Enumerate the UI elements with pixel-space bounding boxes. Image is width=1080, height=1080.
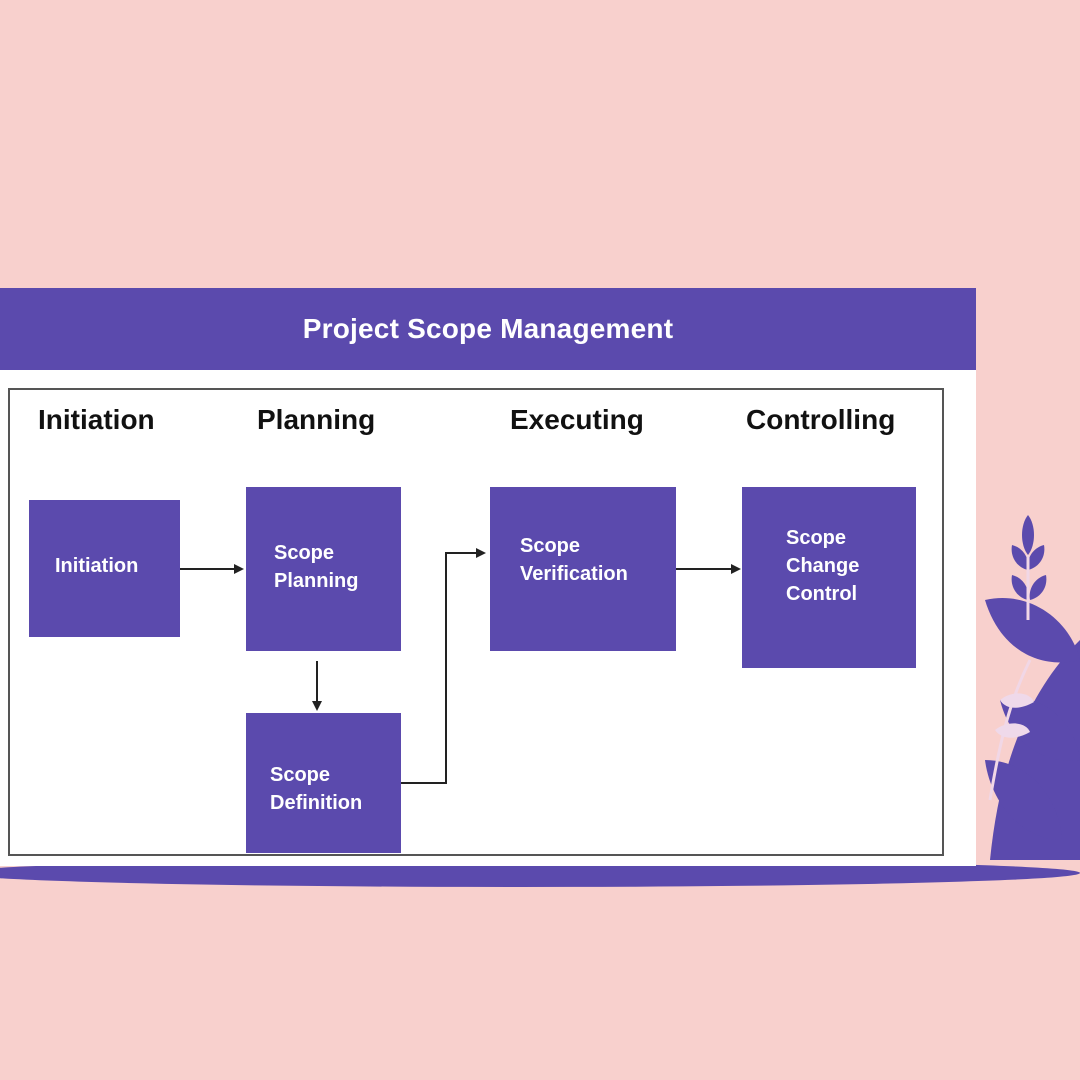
step-initiation-label: Initiation xyxy=(55,555,139,577)
diagram-title: Project Scope Management xyxy=(0,288,976,370)
step-scope-verification-line-2: Verification xyxy=(520,563,628,585)
step-initiation: Initiation xyxy=(29,500,180,637)
step-scope-verification-line-1: Scope xyxy=(520,535,581,557)
phase-heading-executing: Executing xyxy=(510,404,644,435)
phase-heading-controlling: Controlling xyxy=(746,404,896,435)
plant-stem xyxy=(988,555,1032,801)
step-scope-planning-line-1: Scope xyxy=(274,542,335,564)
diagram-frame xyxy=(8,388,944,856)
plant-leaf-light xyxy=(995,693,1034,738)
leaf-plant-icon xyxy=(985,515,1080,860)
step-scope-definition-line-1: Scope xyxy=(270,764,331,786)
step-scope-change-control-line-2: Change xyxy=(786,555,860,577)
step-scope-change-control-line-1: Scope xyxy=(786,527,847,549)
phase-heading-initiation: Initiation xyxy=(38,404,155,435)
step-scope-definition: Scope Definition xyxy=(246,713,401,853)
step-scope-change-control-line-3: Control xyxy=(786,583,858,605)
step-scope-verification: Scope Verification xyxy=(490,487,676,651)
phase-heading-planning: Planning xyxy=(257,404,376,435)
step-scope-change-control: Scope Change Control xyxy=(742,487,916,668)
step-scope-definition-line-2: Definition xyxy=(270,792,363,814)
step-scope-planning: Scope Planning xyxy=(246,487,401,651)
step-scope-planning-line-2: Planning xyxy=(274,570,359,592)
